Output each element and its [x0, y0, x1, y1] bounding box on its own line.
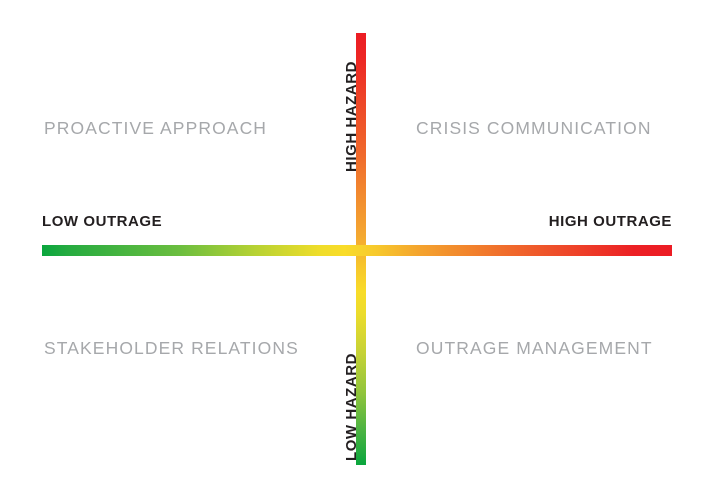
axis-label-high-outrage: HIGH OUTRAGE	[548, 213, 672, 230]
axis-label-low-hazard: LOW HAZARD	[343, 353, 360, 461]
quadrant-label-bottom-right: OUTRAGE MANAGEMENT	[416, 338, 653, 358]
quadrant-label-top-left: PROACTIVE APPROACH	[44, 118, 268, 138]
axis-label-high-hazard: HIGH HAZARD	[343, 60, 360, 172]
axis-label-low-outrage: LOW OUTRAGE	[42, 213, 163, 230]
quadrant-label-top-right: CRISIS COMMUNICATION	[416, 118, 652, 138]
quadrant-label-bottom-left: STAKEHOLDER RELATIONS	[44, 338, 299, 358]
outrage-axis-gradient-bar	[42, 245, 672, 256]
